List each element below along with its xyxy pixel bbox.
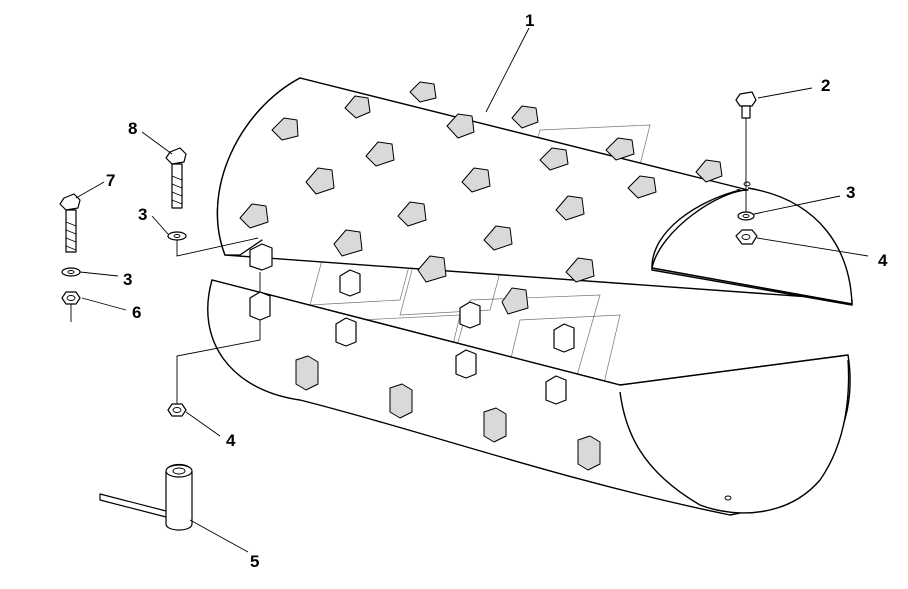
washer-upper-right [737, 211, 755, 221]
washer-left-upper [167, 231, 187, 241]
bolt-short-2 [735, 91, 757, 212]
callout-7: 7 [106, 171, 115, 190]
leader-lines [75, 27, 869, 553]
callout-4-lower: 4 [226, 431, 236, 450]
nut-upper-right [735, 229, 758, 245]
callout-1: 1 [525, 11, 534, 30]
callout-5: 5 [250, 552, 259, 571]
bolt-long-8 [165, 147, 187, 209]
washer-left [61, 267, 81, 277]
callout-8: 8 [128, 119, 137, 138]
drum-teeth-upper [239, 81, 723, 315]
nut-left-6 [61, 291, 81, 322]
callout-2: 2 [821, 76, 830, 95]
bolt-holes [724, 181, 751, 501]
drum-teeth-lower [295, 355, 601, 471]
drum-upper-half [216, 77, 853, 306]
clamp-blocks [249, 243, 575, 405]
assembly-lines [176, 237, 261, 404]
callout-3-left-upper: 3 [138, 205, 147, 224]
nut-lower-4 [167, 403, 187, 417]
callout-6: 6 [132, 303, 141, 322]
callout-4-upper-right: 4 [878, 251, 888, 270]
drum-lower-half [207, 279, 851, 516]
callout-3-left: 3 [123, 270, 132, 289]
socket-wrench-5 [99, 463, 193, 531]
callout-3-upper-right: 3 [846, 183, 855, 202]
bolt-left-7 [59, 193, 81, 253]
